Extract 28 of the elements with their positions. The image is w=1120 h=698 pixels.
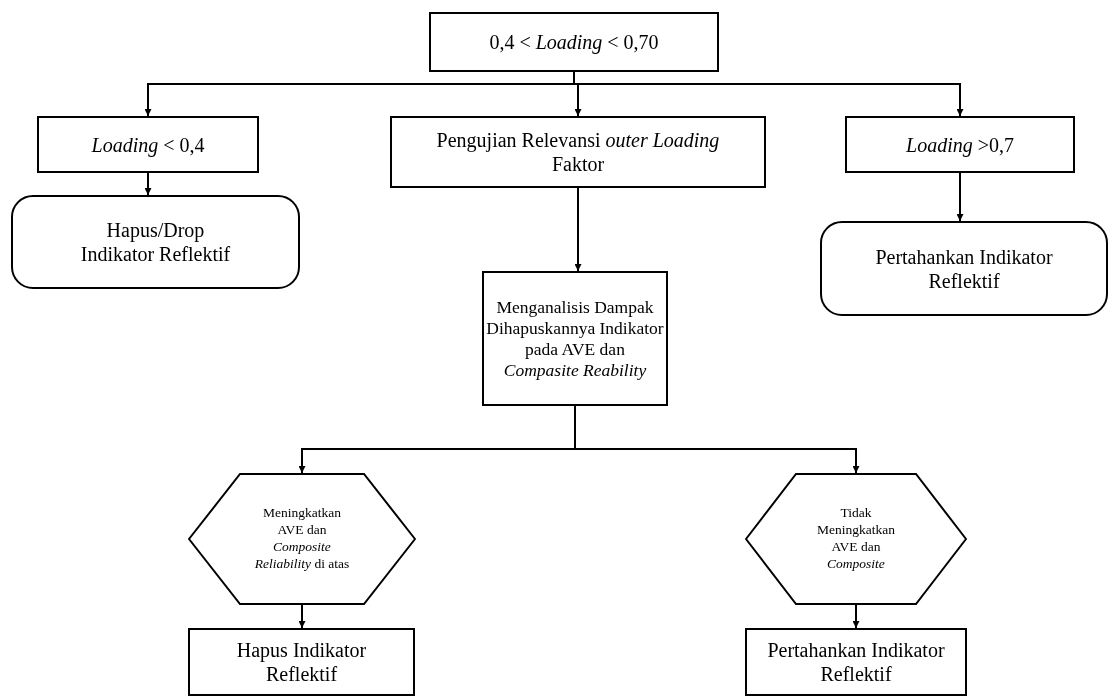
decision-hexagon <box>188 473 416 605</box>
node-text: Meningkatkan AVE dan Composite Reliability di atas <box>253 505 351 573</box>
node-text: Pertahankan Indikator Reflektif <box>766 638 946 686</box>
node-text: Menganalisis Dampak Dihapuskannya Indikator pada AVE dan Compasite Reability <box>485 296 665 381</box>
node-text: Hapus Indikator Reflektif <box>235 638 368 686</box>
process-box <box>37 116 259 173</box>
process-box <box>482 271 668 406</box>
decision-hexagon <box>745 473 967 605</box>
node-text: 0,4 < Loading < 0,70 <box>488 30 660 54</box>
node-text: Pertahankan Indikator Reflektif <box>874 244 1054 293</box>
arrow <box>574 187 582 272</box>
process-box <box>429 12 719 72</box>
node-text: Hapus/Drop Indikator Reflektif <box>79 218 232 266</box>
node-text: Loading < 0,4 <box>90 132 206 157</box>
process-box <box>390 116 766 188</box>
node-text: Tidak Meningkatkan AVE dan Composite <box>816 505 896 573</box>
process-box <box>845 116 1075 173</box>
node-text: Pengujian Relevansi outer Loading Faktor <box>435 128 721 176</box>
arrow <box>144 172 152 196</box>
node-text: Loading >0,7 <box>905 132 1015 157</box>
arrow <box>298 604 306 629</box>
terminal-box <box>820 221 1108 316</box>
arrow <box>956 172 964 222</box>
process-box <box>188 628 415 696</box>
arrow <box>574 405 860 474</box>
terminal-box <box>11 195 300 289</box>
arrow <box>852 604 860 629</box>
process-box <box>745 628 967 696</box>
